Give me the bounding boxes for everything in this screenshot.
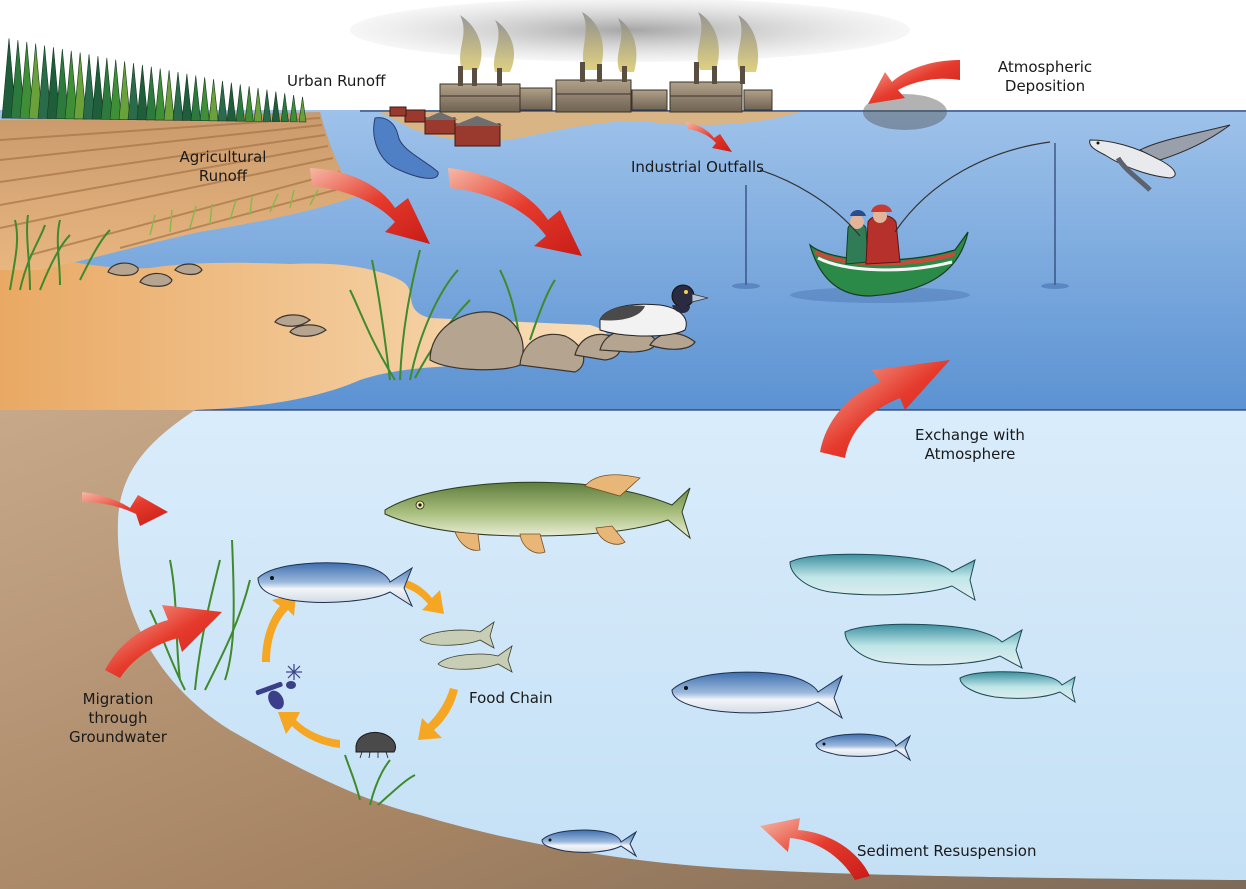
exchange-with-atmosphere-line-1: Exchange with	[910, 426, 1030, 445]
agricultural-runoff-line-2: Runoff	[168, 167, 278, 186]
exchange-with-atmosphere-line-2: Atmosphere	[910, 445, 1030, 464]
sediment-resuspension-label: Sediment Resuspension	[857, 842, 1036, 861]
migration-line-3: Groundwater	[58, 728, 178, 747]
industrial-outfalls-label: Industrial Outfalls	[631, 158, 764, 177]
migration-line-1: Migration	[58, 690, 178, 709]
atmospheric-deposition-line-1: Atmospheric	[985, 58, 1105, 77]
atmospheric-deposition-label: Atmospheric Deposition	[985, 58, 1105, 96]
migration-through-groundwater-label: Migration through Groundwater	[58, 690, 178, 747]
agricultural-runoff-label: Agricultural Runoff	[168, 148, 278, 186]
agricultural-runoff-line-1: Agricultural	[168, 148, 278, 167]
food-chain-label: Food Chain	[469, 689, 553, 708]
migration-line-2: through	[58, 709, 178, 728]
urban-runoff-label: Urban Runoff	[287, 72, 385, 91]
exchange-with-atmosphere-label: Exchange with Atmosphere	[910, 426, 1030, 464]
atmospheric-deposition-line-2: Deposition	[985, 77, 1105, 96]
